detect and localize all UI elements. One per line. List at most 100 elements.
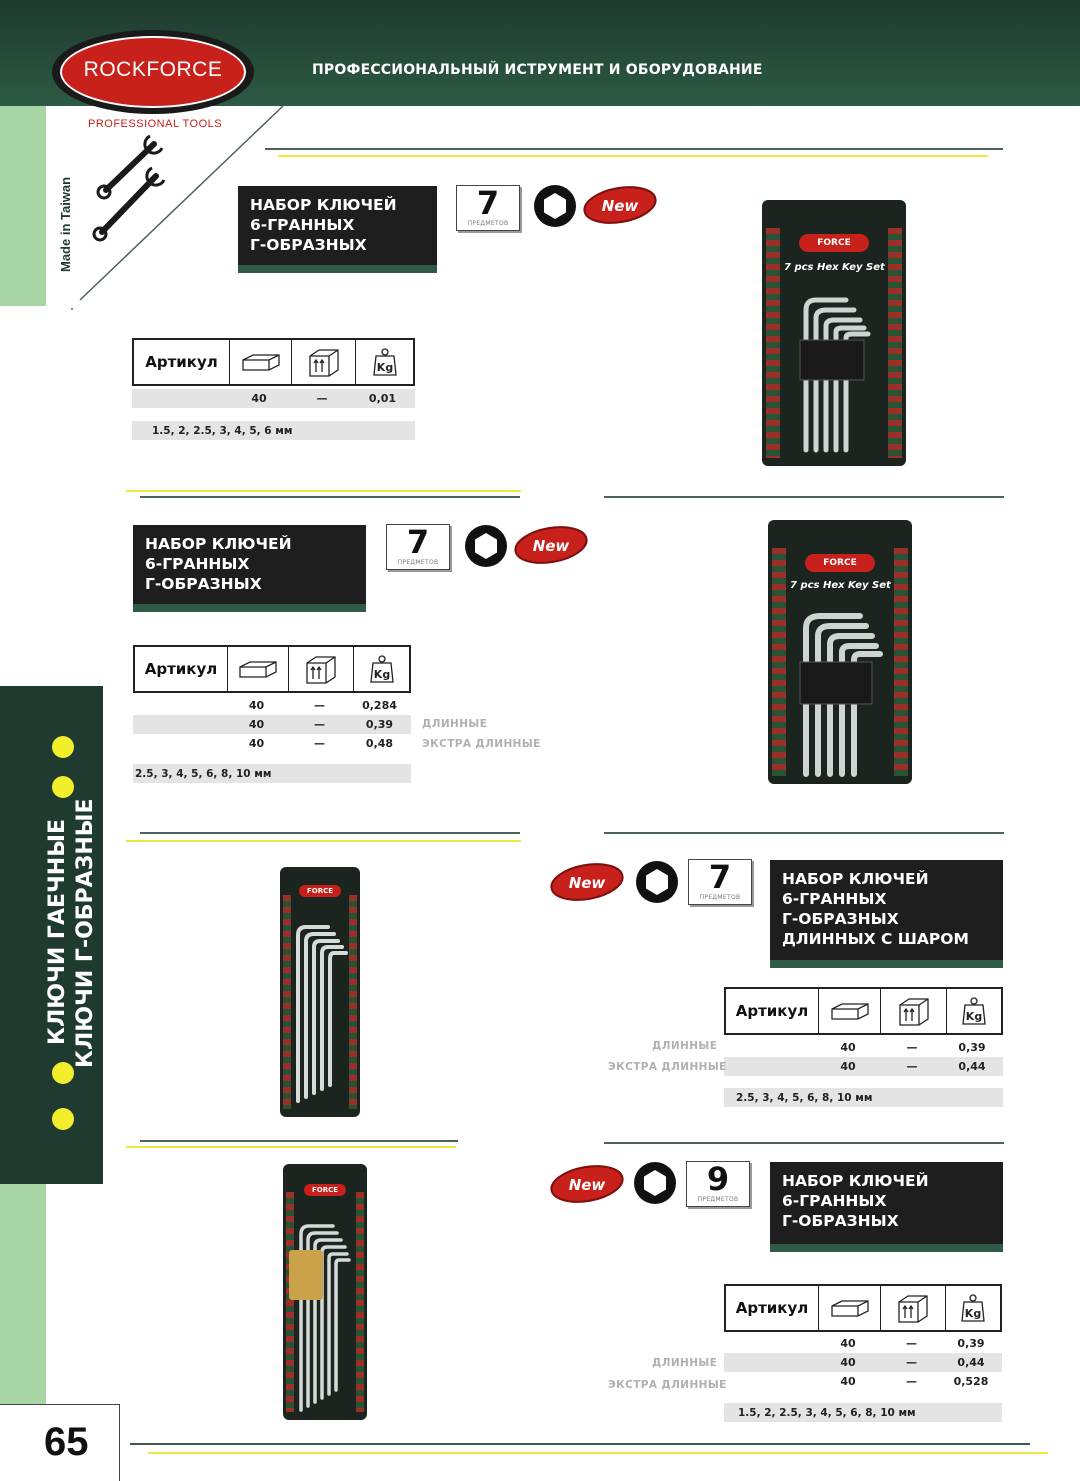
spec-row: 40—0,44 xyxy=(724,1353,1002,1372)
section-rule-accent xyxy=(126,490,521,492)
section-rule xyxy=(604,1142,1004,1144)
bullet-dot xyxy=(52,1108,74,1130)
size-list: 2.5, 3, 4, 5, 6, 8, 10 мм xyxy=(724,1088,1003,1107)
spec-table-header: Артикул Kg xyxy=(133,645,411,693)
section-rule xyxy=(140,496,520,498)
hex-icon xyxy=(465,525,507,567)
category-label: КЛЮЧИ ГАЕЧНЫЕ xyxy=(45,818,70,1045)
spec-row: 40—0,39 xyxy=(133,715,411,734)
spec-table-header: Артикул Kg xyxy=(132,338,415,386)
svg-text:New: New xyxy=(569,874,606,892)
box-icon xyxy=(228,647,289,691)
piece-count-badge: 9 ПРЕДМЕТОВ xyxy=(686,1161,750,1207)
weight-icon: Kg xyxy=(946,1286,1000,1330)
footer-rule-accent xyxy=(148,1452,1048,1454)
variant-note: ЭКСТРА ДЛИННЫЕ xyxy=(608,1061,727,1073)
spec-rows: 40—0,284 40—0,39 40—0,48 xyxy=(133,696,411,753)
spec-rows: 40—0,39 40—0,44 xyxy=(724,1038,1003,1076)
spec-row: 40—0,528 xyxy=(840,1375,989,1388)
section-rule-accent xyxy=(126,840,521,842)
header-title: ПРОФЕССИОНАЛЬНЫЙ ИСТРУМЕНТ И ОБОРУДОВАНИ… xyxy=(312,62,763,78)
side-strip-top xyxy=(0,106,46,306)
section-rule-accent xyxy=(278,155,988,157)
size-list: 2.5, 3, 4, 5, 6, 8, 10 мм xyxy=(133,764,411,783)
spec-row: 40—0,284 xyxy=(248,699,397,712)
carton-icon xyxy=(289,647,354,691)
new-badge: New xyxy=(583,186,657,224)
brand-tagline: PROFESSIONAL TOOLS xyxy=(88,118,223,130)
section-rule xyxy=(140,832,520,834)
carton-icon xyxy=(881,1286,946,1330)
article-label: Артикул xyxy=(735,1299,809,1317)
category-side-band xyxy=(0,686,103,1184)
variant-note: ДЛИННЫЕ xyxy=(652,1357,718,1369)
product-image: FORCE xyxy=(283,1164,367,1420)
brand-logo-inner xyxy=(60,36,246,108)
section-rule xyxy=(265,148,1003,150)
new-badge: New xyxy=(550,1165,624,1203)
category-label: КЛЮЧИ Г-ОБРАЗНЫЕ xyxy=(73,798,98,1068)
section-rule xyxy=(604,496,1004,498)
wrench-icon xyxy=(92,134,166,242)
decorative-diagonal xyxy=(71,105,284,310)
page-number-box xyxy=(0,1404,120,1481)
piece-count-label: ПРЕДМЕТОВ xyxy=(699,894,741,901)
page-number: 65 xyxy=(44,1420,89,1464)
box-icon xyxy=(819,1286,881,1330)
brand-logo-text: ROCKFORCE xyxy=(83,58,223,81)
bullet-dot xyxy=(52,1062,74,1084)
spec-rows: 40—0,01 xyxy=(132,389,415,408)
hex-icon xyxy=(534,185,576,227)
piece-count-label: ПРЕДМЕТОВ xyxy=(397,559,439,566)
piece-count-label: ПРЕДМЕТОВ xyxy=(467,220,509,227)
size-list: 1.5, 2, 2.5, 3, 4, 5, 6 мм xyxy=(132,421,415,440)
piece-count-badge: 7 ПРЕДМЕТОВ xyxy=(688,859,752,905)
spec-row: 40—0,39 xyxy=(840,1041,986,1054)
variant-note: ДЛИННЫЕ xyxy=(422,718,488,730)
piece-count: 7 xyxy=(708,858,732,896)
svg-text:New: New xyxy=(569,1176,606,1194)
spec-table-header: Артикул Kg xyxy=(724,987,1003,1035)
article-label: Артикул xyxy=(144,660,218,678)
footer-rule xyxy=(130,1443,1030,1445)
piece-count: 7 xyxy=(406,523,430,561)
piece-count: 7 xyxy=(476,184,500,222)
variant-note: ЭКСТРА ДЛИННЫЕ xyxy=(422,738,541,750)
side-strip-bottom xyxy=(0,1184,46,1404)
svg-text:New: New xyxy=(602,197,639,215)
bullet-dot xyxy=(52,776,74,798)
product-image: FORCE 7 pcs Hex Key Set xyxy=(762,200,906,466)
section-rule xyxy=(604,832,1004,834)
section-rule-accent xyxy=(126,1146,456,1148)
box-icon xyxy=(230,340,292,384)
piece-count-badge: 7 ПРЕДМЕТОВ xyxy=(456,185,520,231)
product-image: FORCE xyxy=(280,867,360,1117)
article-label: Артикул xyxy=(735,1002,809,1020)
product-image: FORCE 7 pcs Hex Key Set xyxy=(768,520,912,784)
svg-text:Kg: Kg xyxy=(376,361,392,374)
piece-count: 9 xyxy=(706,1160,730,1198)
svg-text:Kg: Kg xyxy=(373,668,389,681)
variant-note: ЭКСТРА ДЛИННЫЕ xyxy=(608,1379,727,1391)
made-in-label: Made in Taiwan xyxy=(58,176,73,272)
spec-row: 40—0,48 xyxy=(248,737,394,750)
new-badge: New xyxy=(514,526,588,564)
spec-table-header: Артикул Kg xyxy=(724,1284,1002,1332)
svg-text:Kg: Kg xyxy=(965,1307,981,1320)
box-icon xyxy=(819,989,881,1033)
spec-row: 40—0,39 xyxy=(840,1337,985,1350)
spec-row: 40—0,01 xyxy=(132,389,415,408)
piece-count-label: ПРЕДМЕТОВ xyxy=(697,1196,739,1203)
bullet-dot xyxy=(52,736,74,758)
weight-icon: Kg xyxy=(947,989,1001,1033)
weight-icon: Kg xyxy=(356,340,413,384)
hex-icon xyxy=(636,861,678,903)
piece-count-badge: 7 ПРЕДМЕТОВ xyxy=(386,524,450,570)
size-list: 1.5, 2, 2.5, 3, 4, 5, 6, 8, 10 мм xyxy=(724,1403,1002,1422)
new-badge: New xyxy=(550,863,624,901)
carton-icon xyxy=(881,989,947,1033)
article-label: Артикул xyxy=(145,353,218,371)
